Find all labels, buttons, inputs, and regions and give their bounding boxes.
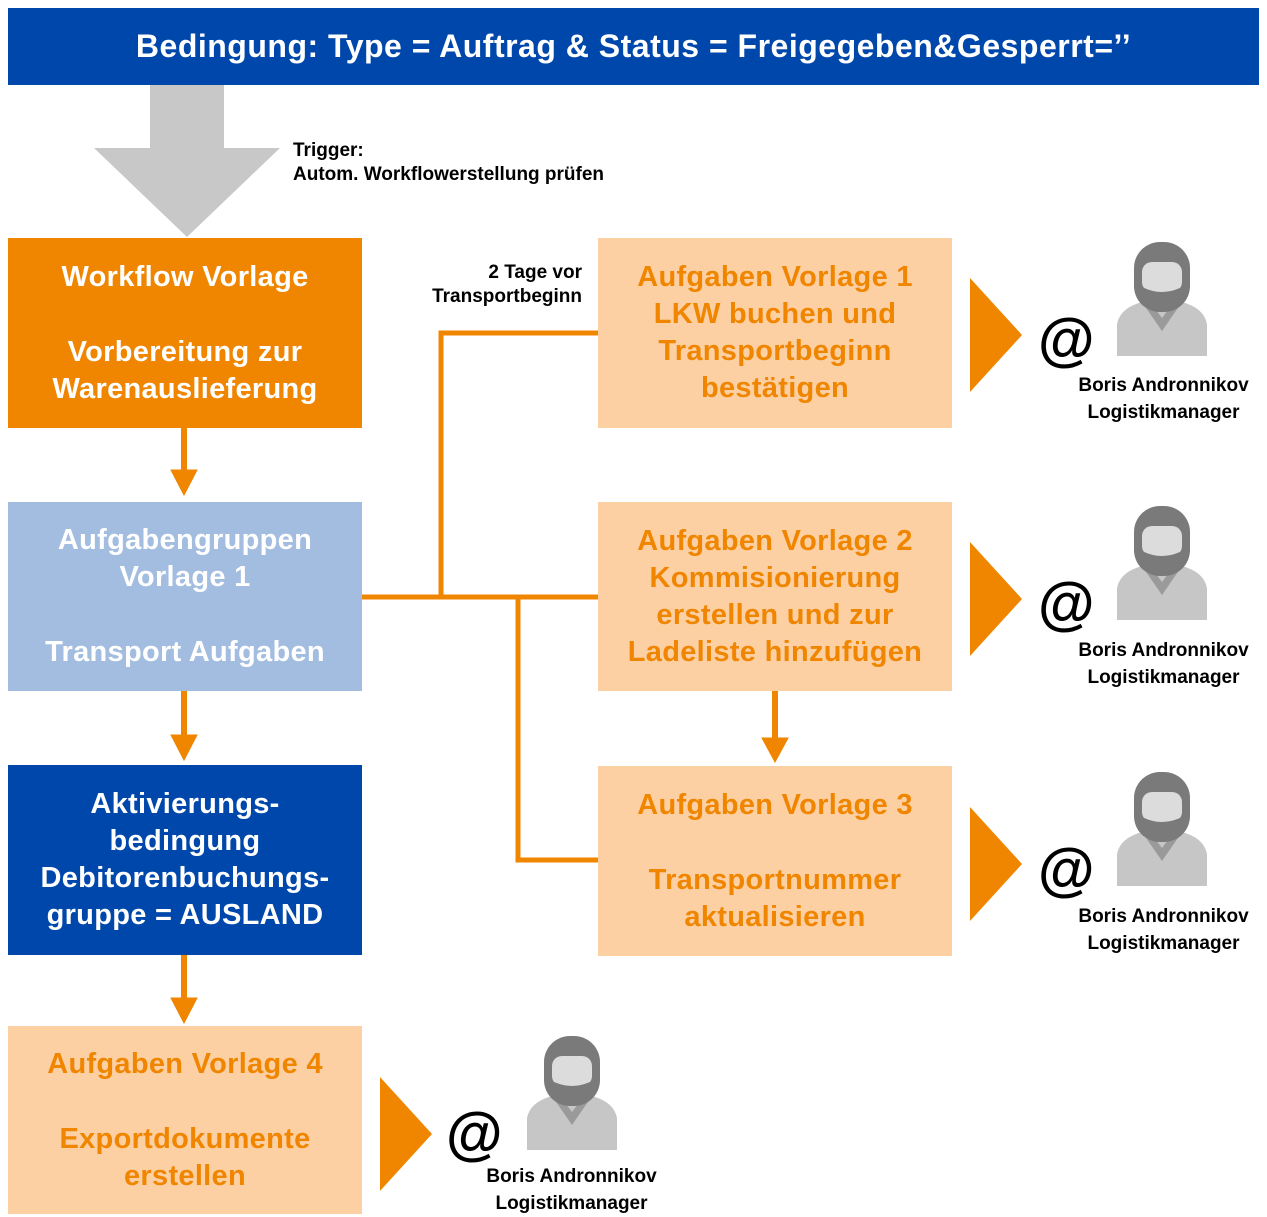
assign-arrow-2 <box>970 542 1022 656</box>
workflow-template-line1: Vorbereitung zur <box>67 335 303 368</box>
arrow-workflow-to-group <box>170 428 198 497</box>
assignee-4: Boris Andronnikov Logistikmanager <box>468 1163 675 1217</box>
task-template-1-line3: Transportbeginn <box>658 335 892 367</box>
workflow-template-line2: Warenauslieferung <box>52 372 318 405</box>
assignee-role: Logistikmanager <box>495 1193 648 1214</box>
task-template-4-line3: erstellen <box>124 1159 246 1192</box>
assignee-name: Boris Andronnikov <box>1078 906 1249 927</box>
assignee-3: Boris Andronnikov Logistikmanager <box>1060 903 1267 957</box>
task-template-4-line2: Exportdokumente <box>59 1122 311 1155</box>
task-template-1-line2: LKW buchen und <box>653 298 897 330</box>
assign-arrow-1 <box>970 278 1022 392</box>
user-avatar-icon <box>1117 772 1207 886</box>
assignee-role: Logistikmanager <box>1087 933 1240 954</box>
condition-header-text: Bedingung: Type = Auftrag & Status = Fre… <box>135 28 1132 64</box>
assignee-name: Boris Andronnikov <box>486 1166 657 1187</box>
activation-line4: gruppe = AUSLAND <box>46 899 324 931</box>
timing-note-line2: Transportbeginn <box>432 286 582 307</box>
arrow-group-to-condition <box>170 691 198 762</box>
assignee-1: Boris Andronnikov Logistikmanager <box>1060 372 1267 426</box>
trigger-label: Trigger: <box>293 140 364 161</box>
task-template-2-line2: Kommisionierung <box>649 561 901 594</box>
task-template-3-title: Aufgaben Vorlage 3 <box>637 788 913 821</box>
task-template-2-line3: erstellen und zur <box>656 598 894 631</box>
task-template-1-line4: bestätigen <box>700 372 850 404</box>
task-template-4-title: Aufgaben Vorlage 4 <box>47 1047 323 1080</box>
branch-connectors <box>362 330 598 863</box>
email-icon: @ <box>446 1101 503 1166</box>
activation-line1: Aktivierungs- <box>90 788 280 820</box>
email-icon: @ <box>1038 571 1095 636</box>
task-template-1-title: Aufgaben Vorlage 1 <box>637 261 913 293</box>
email-icon: @ <box>1038 837 1095 902</box>
task-group-template-box: Aufgabengruppen Vorlage 1 Transport Aufg… <box>8 502 362 691</box>
task-template-1-box: Aufgaben Vorlage 1 LKW buchen und Transp… <box>598 238 952 428</box>
assignee-role: Logistikmanager <box>1087 667 1240 688</box>
timing-note-line1: 2 Tage vor <box>488 262 582 283</box>
condition-header: Bedingung: Type = Auftrag & Status = Fre… <box>8 8 1259 85</box>
workflow-template-title: Workflow Vorlage <box>61 260 309 293</box>
assignee-2: Boris Andronnikov Logistikmanager <box>1060 637 1267 691</box>
assign-arrow-4 <box>380 1077 432 1191</box>
assign-arrow-3 <box>970 807 1022 921</box>
trigger-note: Trigger: Autom. Workflowerstellung prüfe… <box>293 139 604 187</box>
task-group-line1: Aufgabengruppen <box>57 524 313 556</box>
activation-line2: bedingung <box>109 825 261 857</box>
assignee-role: Logistikmanager <box>1087 402 1240 423</box>
task-group-line3: Transport Aufgaben <box>45 636 325 668</box>
user-avatar-icon <box>1117 506 1207 620</box>
timing-note: 2 Tage vor Transportbeginn <box>400 261 582 309</box>
email-icon: @ <box>1038 307 1095 372</box>
task-template-3-box: Aufgaben Vorlage 3 Transportnummer aktua… <box>598 766 952 956</box>
assignee-name: Boris Andronnikov <box>1078 640 1249 661</box>
assignee-name: Boris Andronnikov <box>1078 375 1249 396</box>
task-template-4-box: Aufgaben Vorlage 4 Exportdokumente erste… <box>8 1026 362 1214</box>
task-template-3-line3: aktualisieren <box>684 900 866 933</box>
trigger-description: Autom. Workflowerstellung prüfen <box>293 164 605 185</box>
task-template-2-title: Aufgaben Vorlage 2 <box>637 524 913 557</box>
activation-condition-box: Aktivierungs- bedingung Debitorenbuchung… <box>8 765 362 955</box>
task-template-3-line2: Transportnummer <box>648 863 902 896</box>
trigger-arrow <box>94 85 280 237</box>
task-template-2-box: Aufgaben Vorlage 2 Kommisionierung erste… <box>598 502 952 691</box>
user-avatar-icon <box>527 1036 617 1150</box>
user-avatar-icon <box>1117 242 1207 356</box>
workflow-template-box: Workflow Vorlage Vorbereitung zur Warena… <box>8 238 362 428</box>
activation-line3: Debitorenbuchungs- <box>40 862 330 894</box>
task-template-2-line4: Ladeliste hinzufügen <box>627 635 923 668</box>
task-group-line2: Vorlage 1 <box>119 561 251 593</box>
arrow-condition-to-task4 <box>170 955 198 1025</box>
arrow-task2-to-task3 <box>761 691 789 764</box>
